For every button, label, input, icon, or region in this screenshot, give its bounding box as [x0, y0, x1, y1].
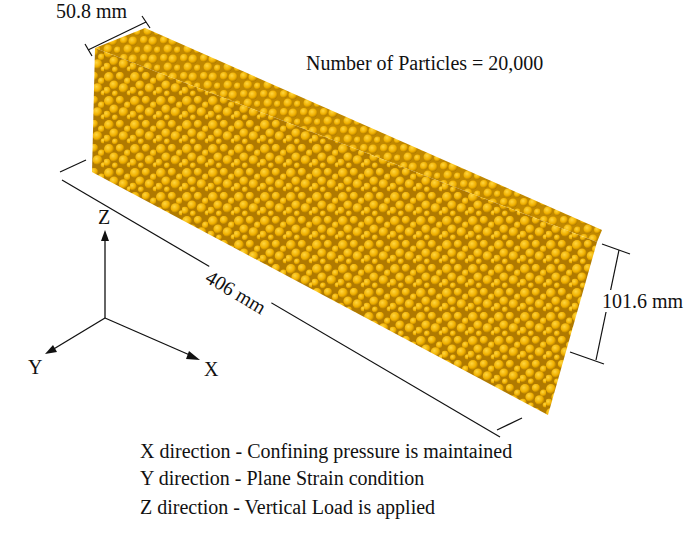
dimension-label: 50.8 mm — [56, 0, 127, 22]
axis-label: Z — [98, 206, 110, 228]
note-text: Z direction - Vertical Load is applied — [140, 496, 435, 518]
dimension-lines — [60, 16, 630, 437]
axis-label: Y — [28, 356, 42, 378]
dimension-label: 406 mm — [199, 264, 272, 319]
note-text: X direction - Confining pressure is main… — [140, 440, 512, 462]
specimen-front-face — [92, 48, 597, 415]
note-text: Y direction - Plane Strain condition — [140, 467, 424, 489]
dimension-label: 101.6 mm — [599, 290, 686, 312]
axis-label: X — [204, 358, 218, 380]
coordinate-axes — [45, 230, 200, 360]
annotation-text: Number of Particles = 20,000 — [306, 52, 543, 74]
